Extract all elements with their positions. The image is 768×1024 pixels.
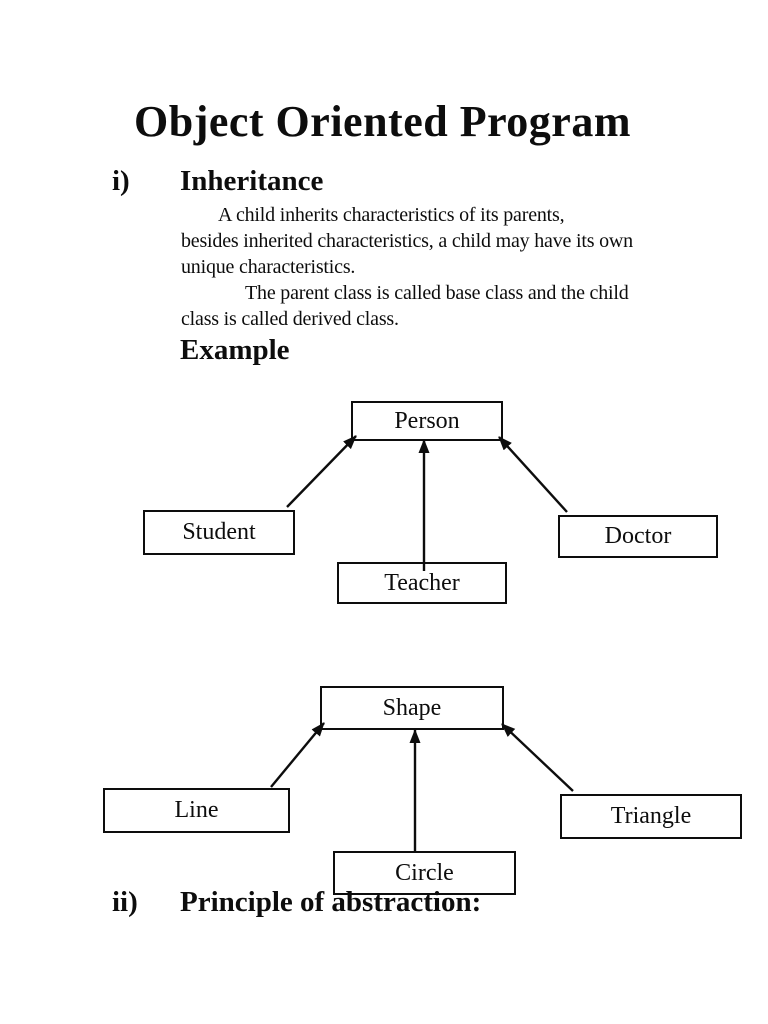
paragraph-line: unique characteristics. xyxy=(181,256,356,278)
class-box-line-label: Line xyxy=(174,797,219,823)
class-box-person-label: Person xyxy=(394,407,460,434)
class-box-line: Line xyxy=(103,788,290,833)
class-box-circle: Circle xyxy=(333,851,516,895)
class-box-student: Student xyxy=(143,510,295,555)
class-box-teacher-label: Teacher xyxy=(384,569,460,596)
class-box-circle-label: Circle xyxy=(395,859,454,886)
paragraph-line: class is called derived class. xyxy=(181,308,399,330)
section-ii-heading: Principle of abstraction: xyxy=(180,886,482,918)
class-box-person: Person xyxy=(351,401,503,441)
class-box-shape: Shape xyxy=(320,686,504,730)
class-box-triangle: Triangle xyxy=(560,794,742,839)
class-box-doctor-label: Doctor xyxy=(604,523,672,549)
section-ii-number: ii) xyxy=(112,886,138,918)
class-box-teacher: Teacher xyxy=(337,562,507,604)
section-i-heading: Inheritance xyxy=(180,165,324,197)
section-i-number: i) xyxy=(112,165,130,197)
class-box-student-label: Student xyxy=(182,519,256,545)
example-heading: Example xyxy=(180,334,290,366)
paragraph-line: The parent class is called base class an… xyxy=(245,282,629,304)
class-box-shape-label: Shape xyxy=(382,694,442,721)
paragraph-line: A child inherits characteristics of its … xyxy=(218,204,565,226)
paragraph-line: besides inherited characteristics, a chi… xyxy=(181,230,633,252)
arrow-doctor-to-person xyxy=(498,436,568,513)
arrow-student-to-person xyxy=(286,435,357,508)
arrow-line-to-shape xyxy=(270,722,325,788)
class-box-triangle-label: Triangle xyxy=(610,803,692,829)
arrow-triangle-to-shape xyxy=(501,723,574,792)
class-box-doctor: Doctor xyxy=(558,515,718,558)
document-title: Object Oriented Program xyxy=(134,97,631,146)
